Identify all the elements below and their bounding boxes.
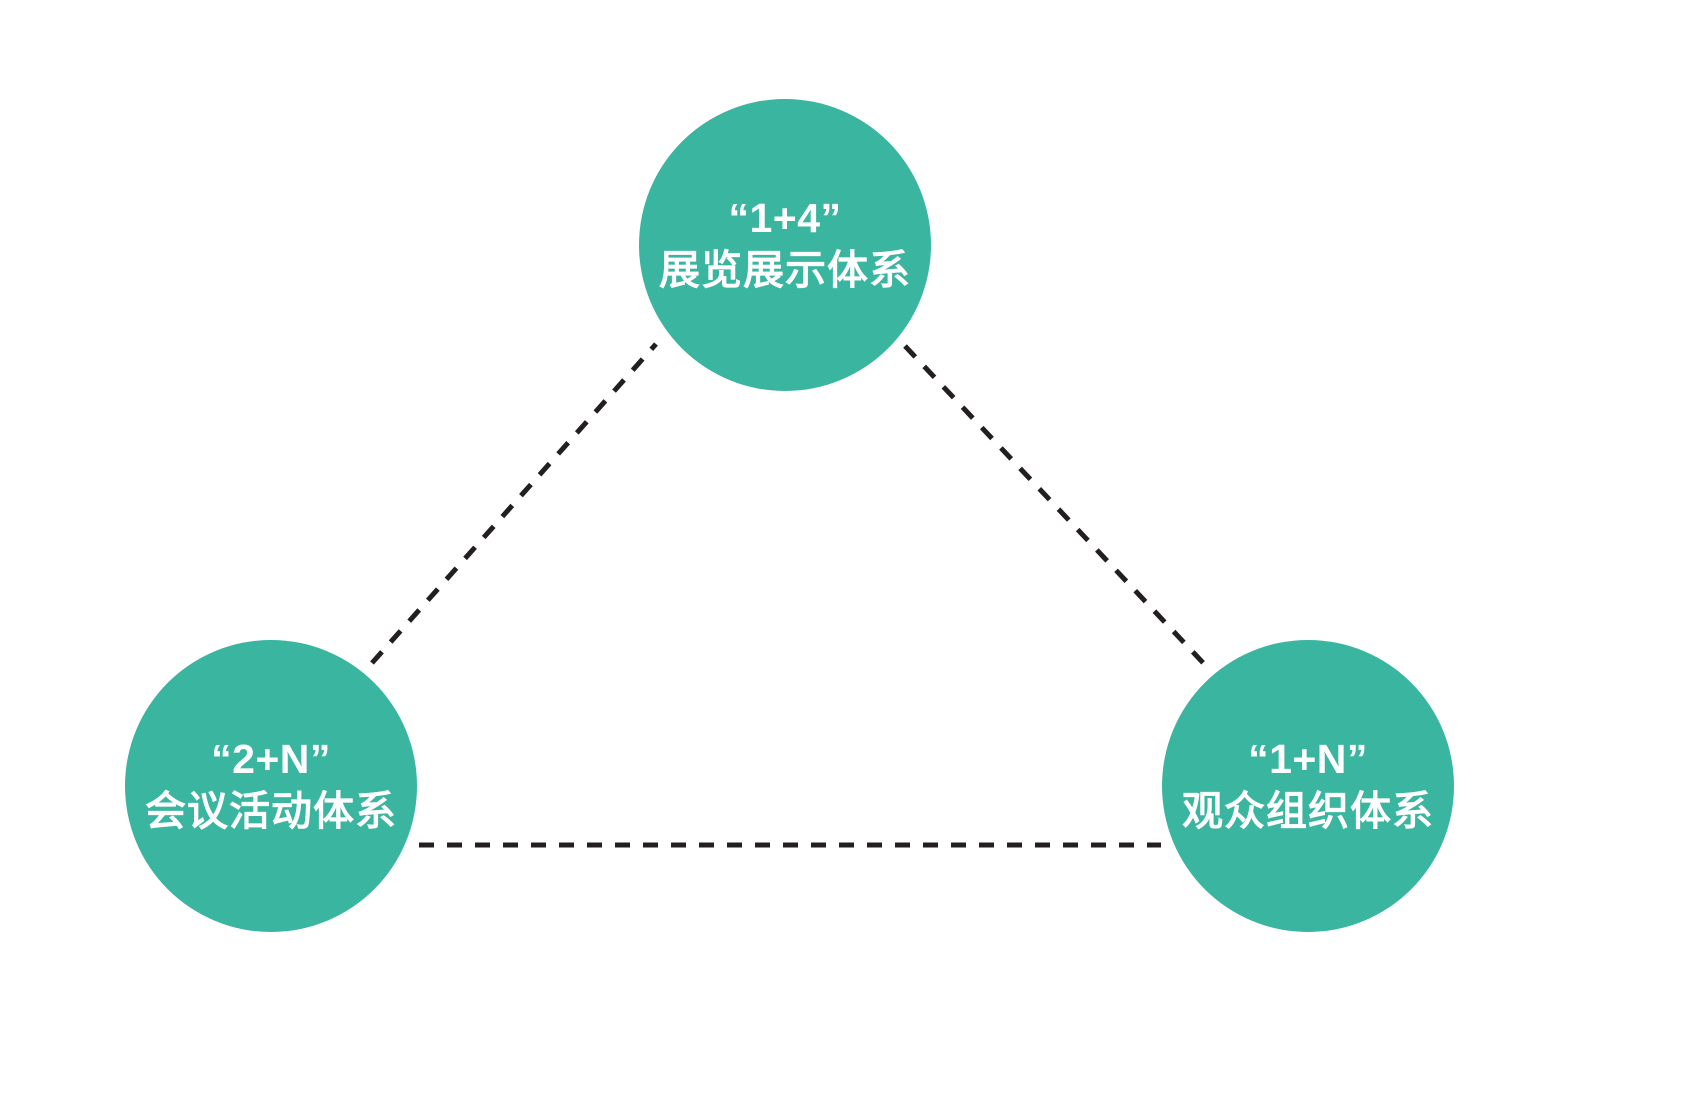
node-exhibition-system[interactable]: “1+4” 展览展示体系 <box>639 99 931 391</box>
node-audience-system[interactable]: “1+N” 观众组织体系 <box>1162 640 1454 932</box>
node-exhibition-code: “1+4” <box>728 195 842 242</box>
node-conference-name: 会议活动体系 <box>145 787 397 834</box>
connector-conference-to-exhibition <box>370 342 658 665</box>
node-exhibition-name: 展览展示体系 <box>659 246 911 293</box>
connector-exhibition-to-audience <box>903 344 1209 669</box>
node-audience-code: “1+N” <box>1248 736 1368 783</box>
node-conference-code: “2+N” <box>211 736 331 783</box>
node-conference-system[interactable]: “2+N” 会议活动体系 <box>125 640 417 932</box>
node-audience-name: 观众组织体系 <box>1182 787 1434 834</box>
